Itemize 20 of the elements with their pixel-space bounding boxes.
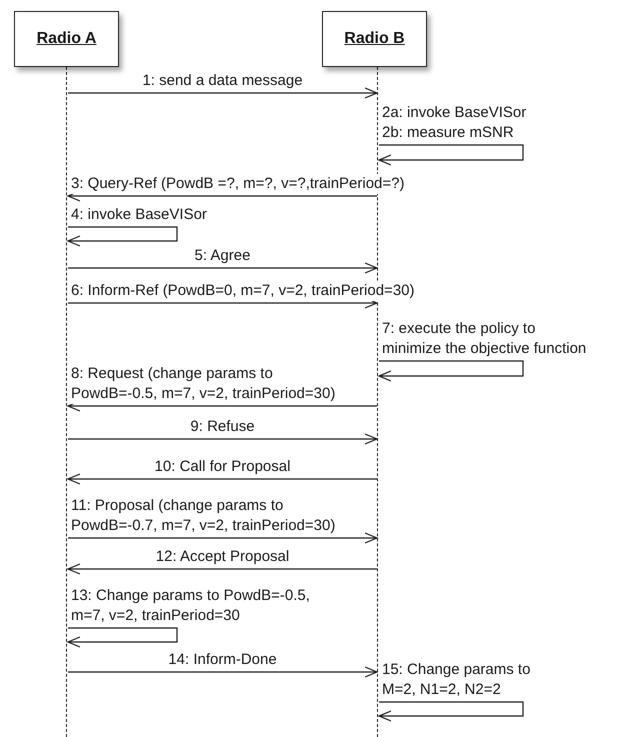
self-message-arrow — [378, 701, 524, 722]
message-label: 10: Call for Proposal — [154, 457, 290, 477]
message-arrow — [68, 532, 378, 544]
lifeline — [66, 67, 68, 737]
self-message-arrow — [67, 226, 178, 247]
self-message-arrow — [67, 627, 178, 648]
participant-box — [322, 11, 427, 67]
message-arrow — [68, 262, 378, 274]
participant-box — [14, 11, 119, 67]
participant-name: Radio A — [36, 30, 96, 48]
message-label: 12: Accept Proposal — [156, 547, 290, 567]
message-arrow — [68, 666, 378, 678]
message-label: 1: send a data message — [142, 71, 303, 91]
message-arrow — [67, 563, 377, 575]
message-arrow — [68, 433, 378, 445]
participant-name: Radio B — [344, 30, 405, 48]
self-message-arrow — [378, 360, 524, 382]
message-arrow — [68, 87, 378, 99]
self-message-arrow — [378, 144, 524, 166]
message-arrow — [67, 473, 377, 485]
